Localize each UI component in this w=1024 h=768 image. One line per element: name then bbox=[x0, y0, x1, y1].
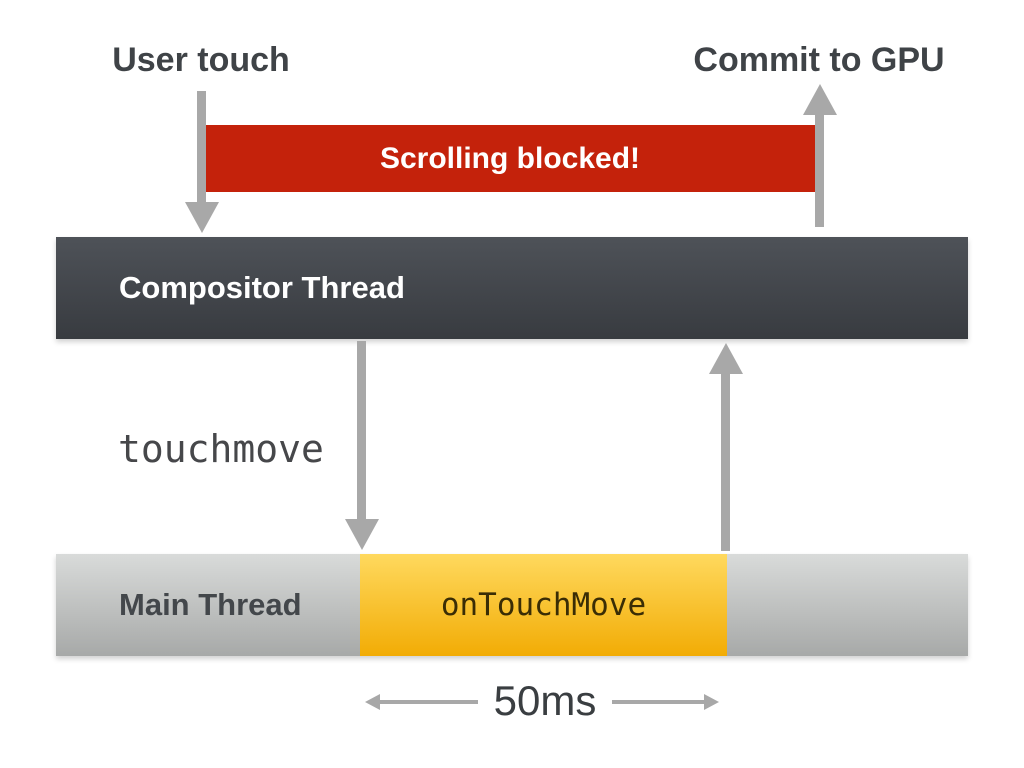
duration-right-arrow-head bbox=[704, 694, 719, 710]
touchmove-arrow-head bbox=[345, 519, 379, 550]
reply-arrow-shaft bbox=[721, 372, 730, 551]
duration-left-arrow-head bbox=[365, 694, 380, 710]
user-touch-label: User touch bbox=[112, 41, 290, 79]
duration-left-arrow-shaft bbox=[379, 700, 478, 704]
user-touch-arrow-shaft bbox=[197, 91, 206, 203]
touchmove-arrow-shaft bbox=[357, 341, 366, 521]
ontouchmove-label: onTouchMove bbox=[440, 587, 647, 623]
touchmove-event-label: touchmove bbox=[118, 427, 324, 471]
commit-arrow-shaft bbox=[815, 112, 824, 227]
scrolling-blocked-label: Scrolling blocked! bbox=[379, 142, 641, 175]
commit-arrow-head bbox=[803, 84, 837, 115]
reply-arrow-head bbox=[709, 343, 743, 374]
main-thread-bar: onTouchMove Main Thread bbox=[56, 554, 968, 656]
ontouchmove-handler-block: onTouchMove bbox=[360, 554, 727, 656]
duration-label: 50ms bbox=[493, 677, 597, 724]
compositor-thread-bar: Compositor Thread bbox=[56, 237, 968, 339]
duration-right-arrow-shaft bbox=[612, 700, 704, 704]
commit-to-gpu-label: Commit to GPU bbox=[693, 41, 945, 79]
compositor-thread-label: Compositor Thread bbox=[119, 270, 405, 305]
user-touch-arrow-head bbox=[185, 202, 219, 233]
main-thread-label: Main Thread bbox=[119, 587, 302, 622]
scrolling-blocked-banner: Scrolling blocked! bbox=[203, 125, 817, 192]
